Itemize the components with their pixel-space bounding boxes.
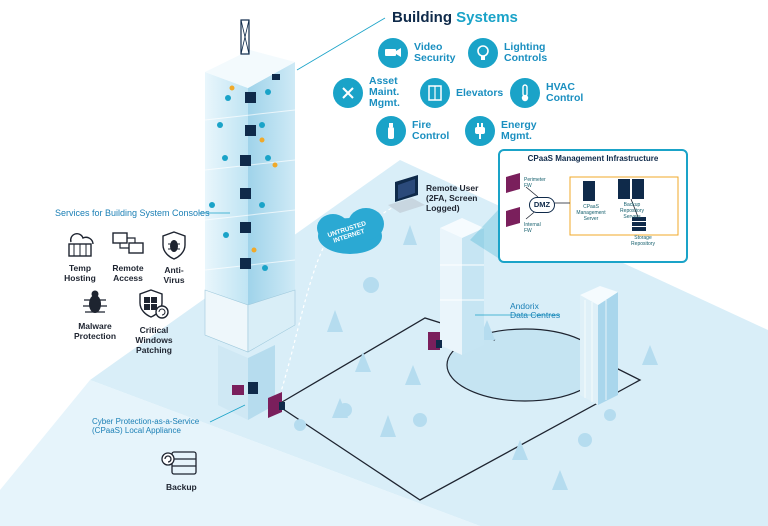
system-elevators: Elevators — [420, 78, 503, 108]
local-firewall — [268, 392, 285, 418]
thermometer-icon — [510, 78, 540, 108]
leader-appliance — [209, 404, 246, 423]
wrench-icon — [333, 77, 363, 108]
service-label: Temp Hosting — [64, 263, 96, 283]
elevator-icon — [420, 78, 450, 108]
service-temp-hosting: Temp Hosting — [58, 230, 102, 283]
network-link-internet — [279, 227, 336, 396]
data-centres-label: Andorix Data Centres — [510, 301, 561, 320]
service-critical-windows-patching: Critical Windows Patching — [128, 288, 180, 355]
system-energy-mgmt: Energy Mgmt. — [465, 116, 537, 146]
leader-systems — [296, 17, 386, 71]
internal-firewall-icon — [506, 207, 520, 227]
dmz-label: DMZ — [529, 197, 555, 213]
remote-access-icon — [112, 232, 144, 254]
system-video-security: Video Security — [378, 38, 455, 68]
perimeter-firewall-icon — [506, 173, 520, 193]
system-label: Asset Maint. Mgmt. — [369, 75, 400, 109]
cpaas-infra-title: CPaaS Management Infrastructure — [527, 154, 659, 163]
backup-server-icon — [632, 179, 644, 199]
system-asset-maintenance: Asset Maint. Mgmt. — [333, 76, 400, 109]
backup-server-icon — [618, 179, 630, 199]
shield-bug-icon — [162, 231, 186, 260]
cloud-icon — [317, 208, 384, 254]
storage-label: Storage Repository — [631, 235, 655, 247]
plug-icon — [465, 116, 495, 146]
system-lighting-controls: Lighting Controls — [468, 38, 547, 68]
system-label: Fire Control — [412, 119, 450, 142]
backup-icon — [161, 451, 197, 475]
service-label: Malware Protection — [73, 321, 117, 341]
system-fire-control: Fire Control — [376, 116, 449, 146]
system-label: Video Security — [414, 41, 456, 64]
services-title: Services for Building System Consoles — [55, 208, 210, 218]
service-label: Critical Windows Patching — [135, 325, 173, 355]
trees — [294, 225, 658, 490]
service-label: Remote Access — [112, 263, 144, 283]
service-remote-access: Remote Access — [106, 230, 150, 283]
management-server-icon — [583, 181, 595, 201]
laptop-icon — [388, 175, 425, 213]
backup-label: Backup — [166, 482, 197, 492]
system-label: Energy Mgmt. — [501, 119, 537, 142]
cpaas-callout-beam — [470, 210, 498, 258]
windows-shield-icon — [139, 289, 169, 319]
management-server-label: CPaaS Management Server — [576, 204, 606, 222]
network-link-wan — [276, 359, 642, 501]
data-centre-building-right — [580, 286, 618, 405]
fire-extinguisher-icon — [376, 116, 406, 146]
remote-user-label: Remote User (2FA, Screen Logged) — [426, 183, 479, 213]
service-anti-virus: Anti- Virus — [154, 230, 194, 285]
storage-repository-icon — [632, 217, 646, 231]
title-part-2: Systems — [456, 9, 518, 26]
system-label: HVAC Control — [546, 81, 584, 104]
camera-icon — [378, 38, 408, 68]
local-appliance-label: Cyber Protection-as-a-Service (CPaaS) Lo… — [92, 417, 200, 435]
system-hvac-control: HVAC Control — [510, 78, 583, 108]
title-part-1: Building — [392, 9, 452, 26]
main-tower — [204, 19, 296, 420]
server-cloud-icon — [68, 232, 94, 257]
lightbulb-icon — [468, 38, 498, 68]
system-label: Lighting Controls — [504, 41, 548, 64]
bug-icon — [83, 290, 107, 313]
data-centre-building-left — [428, 218, 484, 355]
service-malware-protection: Malware Protection — [68, 288, 122, 341]
perimeter-fw-label: Perimeter FW — [524, 177, 546, 189]
internal-fw-label: Internal FW — [524, 222, 541, 234]
backup-servers-label: Backup Repository Servers — [620, 202, 644, 220]
building-systems-title: Building Systems — [392, 9, 518, 26]
system-label: Elevators — [456, 86, 504, 99]
service-label: Anti- Virus — [163, 265, 185, 285]
